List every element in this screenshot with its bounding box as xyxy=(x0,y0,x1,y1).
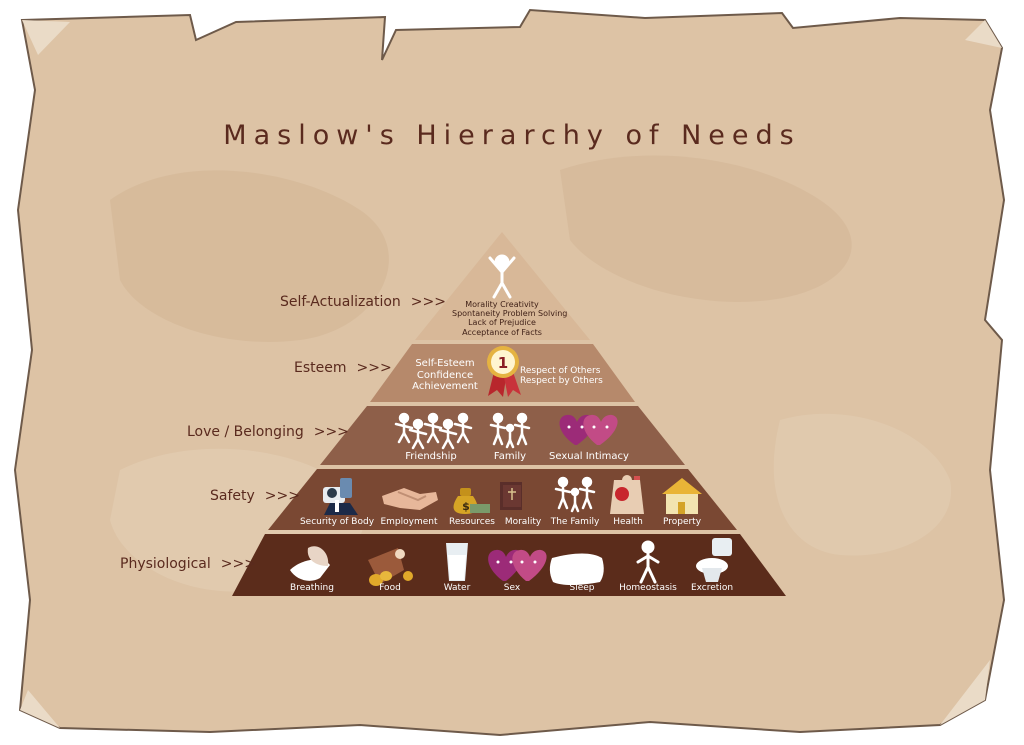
need-label-water: Water xyxy=(443,583,471,593)
level-label-self-actualization: Self-Actualization >>> xyxy=(280,294,446,310)
lungs-icon xyxy=(290,546,330,581)
need-label-sexual-intimacy: Sexual Intimacy xyxy=(549,451,629,462)
need-label-property: Property xyxy=(662,517,702,527)
need-label-excretion: Excretion xyxy=(690,583,734,593)
need-line: Achievement xyxy=(412,381,478,392)
security-icon xyxy=(323,478,358,515)
level-name: Self-Actualization xyxy=(280,294,401,310)
water-glass-icon xyxy=(446,543,468,581)
need-label-sex: Sex xyxy=(503,583,521,593)
page-title: Maslow's Hierarchy of Needs xyxy=(223,120,801,151)
toilet-icon xyxy=(696,538,732,582)
arrow-marker: >>> xyxy=(410,294,446,310)
need-label-health: Health xyxy=(613,517,643,527)
arrow-marker: >>> xyxy=(313,424,349,440)
svg-text:$: $ xyxy=(462,500,470,513)
need-line: Morality Creativity xyxy=(465,300,539,309)
need-label-morality: Morality xyxy=(504,517,542,527)
person-icon xyxy=(636,540,660,584)
hearts-icon xyxy=(559,414,618,445)
need-label-food: Food xyxy=(379,583,401,593)
need-label-security-of-body: Security of Body xyxy=(299,517,375,527)
arrow-marker: >>> xyxy=(356,360,392,376)
need-line: Acceptance of Facts xyxy=(462,327,542,337)
need-label-employment: Employment xyxy=(380,517,438,527)
level-label-safety: Safety >>> xyxy=(210,488,300,504)
friends-icon xyxy=(394,412,473,450)
level-label-esteem: Esteem >>> xyxy=(294,360,392,376)
need-line: Self-Esteem xyxy=(415,358,475,369)
self-actualization-text: Morality Creativity Spontaneity Problem … xyxy=(452,300,568,337)
need-label-homeostasis: Homeostasis xyxy=(619,583,677,593)
need-line: Respect by Others xyxy=(520,376,603,387)
need-label-breathing: Breathing xyxy=(290,583,334,593)
level-label-physiological: Physiological >>> xyxy=(120,556,256,572)
book-icon xyxy=(500,482,522,510)
need-label-the-family: The Family xyxy=(550,517,600,527)
need-line: Respect of Others xyxy=(520,366,601,376)
health-icon xyxy=(610,475,644,514)
level-name: Esteem xyxy=(294,360,347,376)
family-icon xyxy=(489,412,531,449)
need-label-family: Family xyxy=(493,451,527,462)
medal-icon: 1 xyxy=(487,346,521,397)
arrow-marker: >>> xyxy=(220,556,256,572)
person-arms-up-icon xyxy=(488,254,516,299)
family-icon xyxy=(554,476,596,513)
esteem-left-text: Self-Esteem Confidence Achievement xyxy=(410,358,480,393)
level-label-love: Love / Belonging >>> xyxy=(187,424,349,440)
need-label-sleep: Sleep xyxy=(569,583,595,593)
need-label-friendship: Friendship xyxy=(405,451,457,462)
level-name: Physiological xyxy=(120,556,211,572)
handshake-icon xyxy=(382,488,438,510)
need-line: Lack of Prejudice xyxy=(468,318,536,328)
level-name: Safety xyxy=(210,488,255,504)
money-bag-icon: $ xyxy=(453,488,490,514)
arrow-marker: >>> xyxy=(264,488,300,504)
need-label-resources: Resources xyxy=(449,517,495,527)
esteem-right-text: Respect of Others Respect by Others xyxy=(520,366,610,387)
svg-text:1: 1 xyxy=(498,354,508,372)
level-name: Love / Belonging xyxy=(187,424,304,440)
house-icon xyxy=(662,478,702,514)
need-line: Confidence xyxy=(416,369,474,381)
pillow-icon xyxy=(549,553,604,585)
food-icon xyxy=(368,548,413,586)
need-line: Spontaneity Problem Solving xyxy=(452,309,568,319)
hearts-icon xyxy=(488,549,547,581)
